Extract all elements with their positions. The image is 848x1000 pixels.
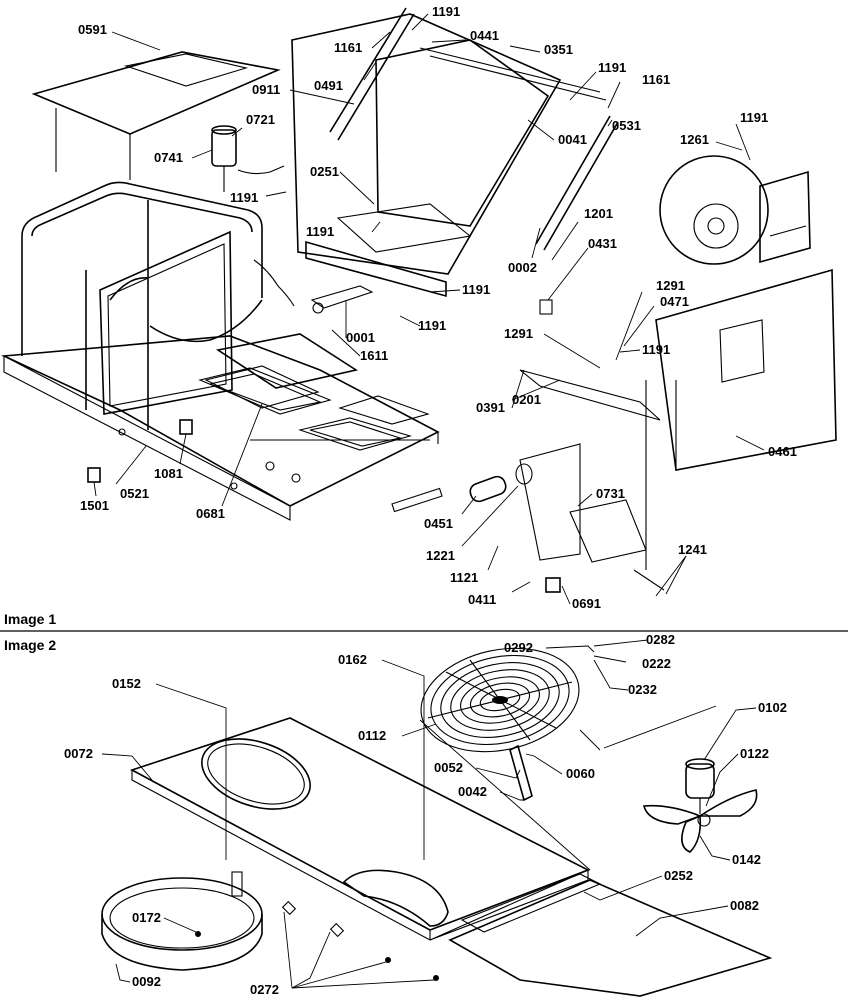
part-label: 0731 bbox=[596, 486, 625, 501]
part-label: 0411 bbox=[468, 592, 496, 607]
part-label: 1191 bbox=[230, 190, 258, 205]
access-panel bbox=[655, 268, 837, 471]
section-title-image1: Image 1 bbox=[4, 611, 56, 627]
leader-lines-image1 bbox=[93, 13, 765, 605]
part-label: 1191 bbox=[462, 282, 490, 297]
bracket-0431 bbox=[539, 299, 553, 315]
clip-b bbox=[329, 922, 345, 938]
wire-harness bbox=[237, 165, 285, 175]
part-label: 1241 bbox=[678, 542, 707, 557]
part-label: 1121 bbox=[450, 570, 478, 585]
part-label: 0721 bbox=[246, 112, 275, 127]
part-label: 0681 bbox=[196, 506, 225, 521]
part-label: 0082 bbox=[730, 898, 759, 913]
part-label: 1191 bbox=[306, 224, 334, 239]
filter-frame bbox=[291, 7, 619, 275]
part-label: 1611 bbox=[360, 348, 388, 363]
part-label: 0122 bbox=[740, 746, 769, 761]
part-label: 0142 bbox=[732, 852, 761, 867]
part-label: 0351 bbox=[544, 42, 573, 57]
part-label: 0232 bbox=[628, 682, 657, 697]
part-label: 1161 bbox=[334, 40, 362, 55]
fan-motor bbox=[685, 758, 715, 814]
part-label: 0441 bbox=[470, 28, 499, 43]
part-label: 0451 bbox=[424, 516, 453, 531]
part-label: 0251 bbox=[310, 164, 339, 179]
part-label: 1191 bbox=[740, 110, 768, 125]
fan-guard bbox=[420, 647, 580, 753]
part-label: 0691 bbox=[572, 596, 601, 611]
part-label: 0471 bbox=[660, 294, 689, 309]
part-label: 1081 bbox=[154, 466, 183, 481]
part-label: 0112 bbox=[358, 728, 386, 743]
bracket-0521 bbox=[87, 467, 101, 483]
part-label: 0162 bbox=[338, 652, 367, 667]
capacitors bbox=[391, 463, 533, 513]
part-label: 0042 bbox=[458, 784, 487, 799]
part-label: 0741 bbox=[154, 150, 183, 165]
part-label: 0431 bbox=[588, 236, 617, 251]
part-label: 0491 bbox=[314, 78, 343, 93]
part-label: 0282 bbox=[646, 632, 675, 647]
blower-housing bbox=[659, 155, 811, 265]
part-label: 0072 bbox=[64, 746, 93, 761]
part-label: 1191 bbox=[432, 4, 460, 19]
clip-a bbox=[281, 900, 297, 916]
base-pan bbox=[0, 335, 440, 521]
part-label: 1291 bbox=[504, 326, 533, 341]
section-title-image2: Image 2 bbox=[4, 637, 56, 653]
part-label: 0001 bbox=[346, 330, 375, 345]
screw-a bbox=[385, 957, 391, 963]
control-box bbox=[519, 369, 665, 591]
leader-lines-image2 bbox=[101, 639, 757, 989]
part-label: 0521 bbox=[120, 486, 149, 501]
drain-pan bbox=[204, 333, 359, 409]
part-label: 0222 bbox=[642, 656, 671, 671]
part-label: 0292 bbox=[504, 640, 533, 655]
screw-b bbox=[433, 975, 439, 981]
part-label: 1191 bbox=[598, 60, 626, 75]
top-panel bbox=[31, 51, 281, 180]
orifice-ring bbox=[101, 871, 263, 971]
part-label: 1501 bbox=[80, 498, 109, 513]
part-label: 0002 bbox=[508, 260, 537, 275]
part-label: 0201 bbox=[512, 392, 541, 407]
screw-0172 bbox=[195, 931, 201, 937]
part-label: 1161 bbox=[642, 72, 670, 87]
baffle bbox=[460, 873, 602, 933]
side-panel bbox=[448, 879, 773, 997]
part-label: 1291 bbox=[656, 278, 685, 293]
part-label: 1191 bbox=[418, 318, 446, 333]
part-label: 0391 bbox=[476, 400, 505, 415]
part-label: 0272 bbox=[250, 982, 279, 997]
part-labels-image2: 0292 0282 0162 0222 0232 0152 0102 0112 … bbox=[64, 632, 787, 997]
part-label: 0531 bbox=[612, 118, 641, 133]
relay-0691 bbox=[545, 577, 561, 593]
part-label: 0060 bbox=[566, 766, 595, 781]
part-label: 0252 bbox=[664, 868, 693, 883]
part-label: 1261 bbox=[680, 132, 709, 147]
part-label: 0041 bbox=[558, 132, 587, 147]
fan-blade bbox=[642, 789, 758, 853]
part-label: 1191 bbox=[642, 342, 670, 357]
compressor-motor bbox=[211, 125, 237, 192]
part-label: 1221 bbox=[426, 548, 455, 563]
part-label: 0591 bbox=[78, 22, 107, 37]
part-label: 0911 bbox=[252, 82, 280, 97]
bracket-0461 bbox=[179, 419, 193, 435]
part-label: 0152 bbox=[112, 676, 141, 691]
part-label: 0052 bbox=[434, 760, 463, 775]
part-label: 0172 bbox=[132, 910, 161, 925]
part-label: 0092 bbox=[132, 974, 161, 989]
cabinet-frame bbox=[21, 181, 295, 430]
support-rail bbox=[305, 240, 447, 314]
part-labels-image1: 0591 1191 1161 0441 0351 0491 0911 1191 … bbox=[78, 4, 797, 611]
part-label: 0102 bbox=[758, 700, 787, 715]
part-label: 1201 bbox=[584, 206, 613, 221]
top-cover bbox=[129, 717, 590, 941]
part-label: 0461 bbox=[768, 444, 797, 459]
guard-bracket bbox=[509, 744, 533, 802]
